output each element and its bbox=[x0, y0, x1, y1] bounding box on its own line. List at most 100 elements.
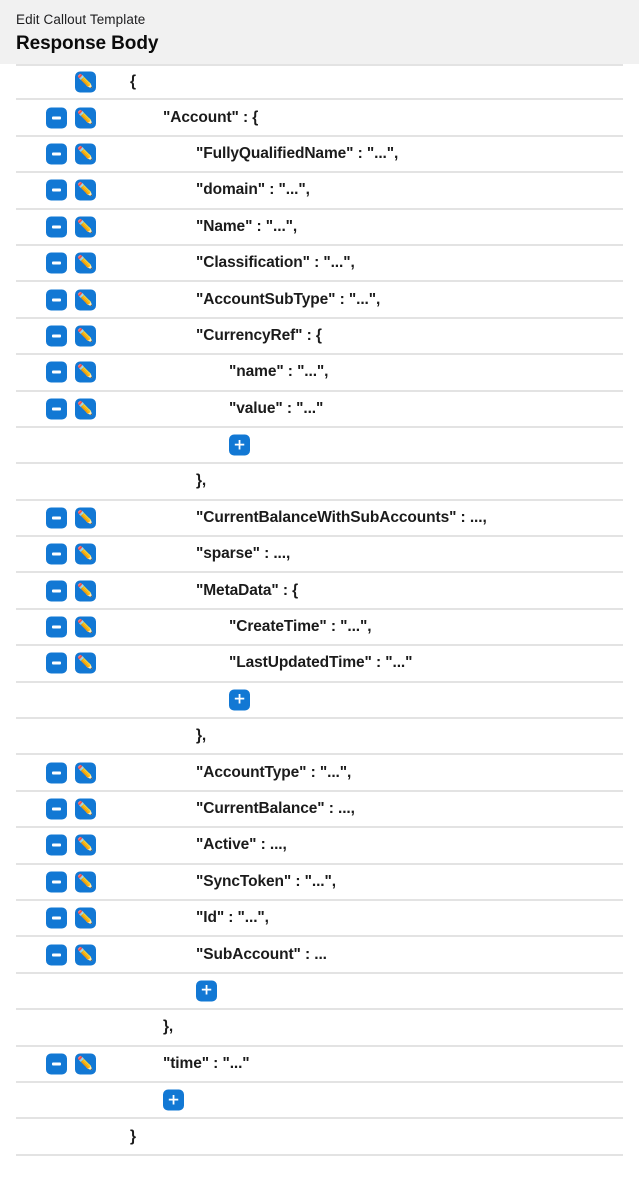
edit-property-button[interactable]: ✏️ bbox=[75, 871, 96, 893]
json-property: "domain" : "...", bbox=[196, 181, 310, 199]
json-property: "LastUpdatedTime" : "..." bbox=[229, 654, 413, 672]
remove-property-button[interactable] bbox=[46, 252, 67, 274]
add-property-button[interactable]: + bbox=[196, 980, 217, 1002]
remove-property-button[interactable] bbox=[46, 107, 67, 129]
json-property: "CurrentBalance" : ..., bbox=[196, 800, 355, 817]
row-actions: ✏️ bbox=[46, 361, 96, 383]
pencil-icon: ✏️ bbox=[77, 401, 94, 417]
pencil-icon: ✏️ bbox=[77, 110, 94, 126]
pencil-icon: ✏️ bbox=[77, 583, 94, 599]
edit-property-button[interactable]: ✏️ bbox=[75, 652, 96, 674]
pencil-icon: ✏️ bbox=[77, 182, 94, 198]
edit-property-button[interactable]: ✏️ bbox=[75, 289, 96, 311]
remove-property-button[interactable] bbox=[46, 652, 67, 674]
edit-property-button[interactable]: ✏️ bbox=[75, 398, 96, 420]
remove-property-button[interactable] bbox=[46, 143, 67, 165]
edit-property-button[interactable]: ✏️ bbox=[75, 325, 96, 347]
edit-property-button[interactable]: ✏️ bbox=[75, 71, 96, 93]
remove-property-button[interactable] bbox=[46, 871, 67, 893]
json-brace: }, bbox=[196, 472, 207, 490]
plus-icon: + bbox=[167, 1090, 180, 1109]
remove-property-button[interactable] bbox=[46, 907, 67, 929]
tree-row: ✏️"CurrencyRef" : { bbox=[16, 319, 623, 356]
add-property-button[interactable]: + bbox=[229, 689, 250, 711]
pencil-icon: ✏️ bbox=[77, 947, 94, 963]
tree-row: }, bbox=[16, 464, 623, 501]
remove-property-button[interactable] bbox=[46, 580, 67, 602]
pencil-icon: ✏️ bbox=[77, 801, 94, 817]
remove-property-button[interactable] bbox=[46, 179, 67, 201]
pencil-icon: ✏️ bbox=[77, 219, 94, 235]
breadcrumb: Edit Callout Template bbox=[16, 12, 146, 27]
tree-row: ✏️"CurrentBalanceWithSubAccounts" : ..., bbox=[16, 501, 623, 538]
tree-row: ✏️"Account" : { bbox=[16, 100, 623, 137]
remove-property-button[interactable] bbox=[46, 289, 67, 311]
json-property: "sparse" : ..., bbox=[196, 545, 291, 563]
edit-property-button[interactable]: ✏️ bbox=[75, 1053, 96, 1075]
json-property: "time" : "..." bbox=[163, 1054, 250, 1072]
row-actions: ✏️ bbox=[46, 580, 96, 602]
tree-row: } bbox=[16, 1119, 623, 1156]
edit-property-button[interactable]: ✏️ bbox=[75, 252, 96, 274]
remove-property-button[interactable] bbox=[46, 507, 67, 529]
json-property: "name" : "...", bbox=[229, 363, 329, 381]
edit-property-button[interactable]: ✏️ bbox=[75, 216, 96, 238]
edit-property-button[interactable]: ✏️ bbox=[75, 107, 96, 129]
edit-property-button[interactable]: ✏️ bbox=[75, 507, 96, 529]
tree-row: ✏️ "CurrentBalance" : ..., bbox=[16, 792, 623, 829]
row-actions: ✏️ bbox=[46, 507, 96, 529]
tree-row: ✏️{ bbox=[16, 64, 623, 101]
edit-property-button[interactable]: ✏️ bbox=[75, 907, 96, 929]
row-actions: ✏️ bbox=[46, 252, 96, 274]
tree-row: ✏️"AccountSubType" : "...", bbox=[16, 282, 623, 319]
row-actions: ✏️ bbox=[75, 71, 96, 93]
tree-row: ✏️ "domain" : "...", bbox=[16, 173, 623, 210]
edit-property-button[interactable]: ✏️ bbox=[75, 616, 96, 638]
remove-property-button[interactable] bbox=[46, 944, 67, 966]
pencil-icon: ✏️ bbox=[77, 255, 94, 271]
row-actions: ✏️ bbox=[46, 1053, 96, 1075]
tree-row: ✏️ "Classification" : "...", bbox=[16, 246, 623, 283]
tree-row: ✏️ "CreateTime" : "...", bbox=[16, 610, 623, 647]
remove-property-button[interactable] bbox=[46, 798, 67, 820]
remove-property-button[interactable] bbox=[46, 834, 67, 856]
tree-row: + bbox=[16, 974, 623, 1011]
add-property-button[interactable]: + bbox=[163, 1089, 184, 1111]
json-property: "CreateTime" : "...", bbox=[229, 618, 372, 636]
remove-property-button[interactable] bbox=[46, 1053, 67, 1075]
remove-property-button[interactable] bbox=[46, 361, 67, 383]
tree-row: ✏️"SubAccount" : ... bbox=[16, 937, 623, 974]
edit-property-button[interactable]: ✏️ bbox=[75, 143, 96, 165]
page-header: Edit Callout Template Response Body bbox=[0, 0, 639, 64]
page-title: Response Body bbox=[16, 33, 159, 54]
tree-row: + bbox=[16, 1083, 623, 1120]
row-actions: ✏️ bbox=[46, 944, 96, 966]
tree-row: ✏️ "LastUpdatedTime" : "..." bbox=[16, 646, 623, 683]
edit-property-button[interactable]: ✏️ bbox=[75, 944, 96, 966]
row-actions: ✏️ bbox=[46, 907, 96, 929]
remove-property-button[interactable] bbox=[46, 616, 67, 638]
pencil-icon: ✏️ bbox=[77, 146, 94, 162]
remove-property-button[interactable] bbox=[46, 398, 67, 420]
row-actions: ✏️ bbox=[46, 143, 96, 165]
pencil-icon: ✏️ bbox=[77, 510, 94, 526]
tree-row: ✏️"AccountType" : "...", bbox=[16, 755, 623, 792]
remove-property-button[interactable] bbox=[46, 325, 67, 347]
edit-property-button[interactable]: ✏️ bbox=[75, 762, 96, 784]
pencil-icon: ✏️ bbox=[77, 74, 94, 90]
edit-property-button[interactable]: ✏️ bbox=[75, 834, 96, 856]
edit-property-button[interactable]: ✏️ bbox=[75, 798, 96, 820]
remove-property-button[interactable] bbox=[46, 216, 67, 238]
edit-property-button[interactable]: ✏️ bbox=[75, 580, 96, 602]
edit-property-button[interactable]: ✏️ bbox=[75, 361, 96, 383]
pencil-icon: ✏️ bbox=[77, 910, 94, 926]
tree-row: ✏️"MetaData" : { bbox=[16, 573, 623, 610]
add-property-button[interactable]: + bbox=[229, 434, 250, 456]
edit-property-button[interactable]: ✏️ bbox=[75, 179, 96, 201]
edit-property-button[interactable]: ✏️ bbox=[75, 543, 96, 565]
remove-property-button[interactable] bbox=[46, 543, 67, 565]
remove-property-button[interactable] bbox=[46, 762, 67, 784]
json-brace: }, bbox=[196, 727, 207, 745]
pencil-icon: ✏️ bbox=[77, 765, 94, 781]
json-property: "Classification" : "...", bbox=[196, 254, 355, 272]
